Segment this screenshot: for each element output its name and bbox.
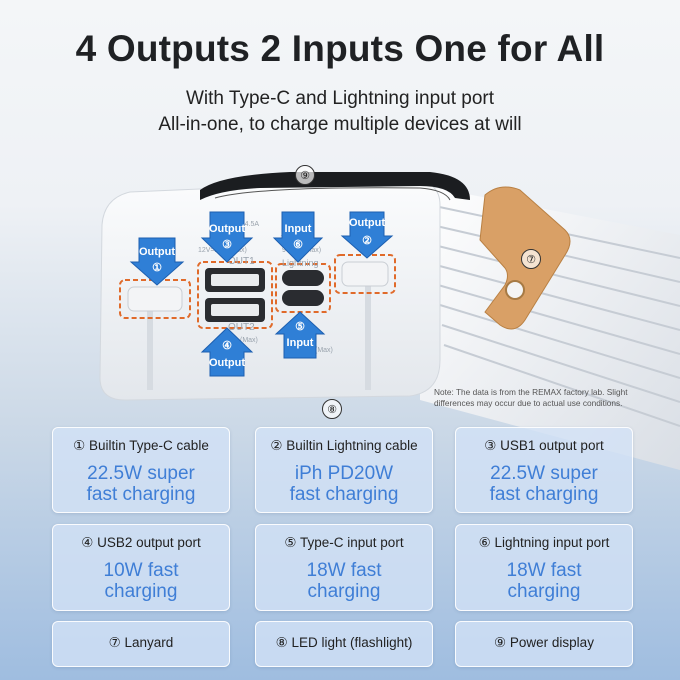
output-3-number: ③ <box>222 239 232 251</box>
subtitle-line-2: All-in-one, to charge multiple devices a… <box>158 114 522 135</box>
feature-card-lanyard: ⑦ Lanyard <box>52 621 230 667</box>
port-label-out1: OUT1 <box>228 256 255 267</box>
disclaimer-note: Note: The data is from the REMAX factory… <box>434 387 628 408</box>
output-3-arrow-icon <box>200 211 254 263</box>
port-label-lightning: Lightning <box>282 258 319 268</box>
card-title: ⑨ Power display <box>494 635 594 650</box>
card-title: ④ USB2 output port <box>81 535 201 550</box>
power-bank-side <box>420 185 680 470</box>
feature-card-power-display: ⑨ Power display <box>455 621 633 667</box>
feature-card-lightning-input: ⑥ Lightning input port 18W fast charging <box>455 524 633 611</box>
card-value: 22.5W super fast charging <box>489 463 599 505</box>
output-1-number: ① <box>152 262 162 274</box>
output-2-number: ② <box>362 235 372 247</box>
card-title: ① Builtin Type-C cable <box>73 438 209 453</box>
input-6-label: Input <box>285 223 312 235</box>
feature-card-typec-input: ⑤ Type-C input port 18W fast charging <box>255 524 433 611</box>
subtitle-line-1: With Type-C and Lightning input port <box>185 88 495 109</box>
card-title: ⑦ Lanyard <box>108 635 174 650</box>
feature-card-lightning-cable: ② Builtin Lightning cable iPh PD20W fast… <box>255 427 433 513</box>
card-title: ⑥ Lightning input port <box>478 535 610 550</box>
output-4-arrow-icon <box>200 327 254 377</box>
output-3-label: Output <box>209 223 245 235</box>
input-5-number: ⑤ <box>295 321 305 333</box>
feature-card-typec-cable: ① Builtin Type-C cable 22.5W super fast … <box>52 427 230 513</box>
callout-lanyard: ⑦ <box>521 249 541 269</box>
card-title: ② Builtin Lightning cable <box>270 438 418 453</box>
card-value: 10W fast charging <box>103 560 179 602</box>
output-1-label: Output <box>139 246 175 258</box>
card-value: 22.5W super fast charging <box>86 463 196 505</box>
feature-card-usb2-output: ④ USB2 output port 10W fast charging <box>52 524 230 611</box>
input-5-arrow-icon <box>274 311 326 359</box>
card-title: ⑧ LED light (flashlight) <box>275 635 413 650</box>
callout-led-light: ⑧ <box>322 399 342 419</box>
port-label-out2: OUT2 <box>228 322 255 333</box>
svg-text:5V=4.5A: 5V=4.5A <box>232 221 259 228</box>
feature-card-usb1-output: ③ USB1 output port 22.5W super fast char… <box>455 427 633 513</box>
card-value: 18W fast charging <box>306 560 382 602</box>
card-title: ③ USB1 output port <box>484 438 604 453</box>
output-1-arrow-icon <box>129 237 185 286</box>
svg-text:(Max): (Max) <box>240 337 258 344</box>
output-2-label: Output <box>349 217 385 229</box>
input-6-number: ⑥ <box>293 239 303 251</box>
output-2-arrow-icon <box>340 211 394 259</box>
input-5-label: Input <box>287 337 314 349</box>
power-bank-front <box>99 172 470 401</box>
output-4-number: ④ <box>222 340 232 352</box>
callout-power-display: ⑨ <box>295 165 315 185</box>
feature-card-led-light: ⑧ LED light (flashlight) <box>255 621 433 667</box>
port-group <box>127 261 389 322</box>
headline: 4 Outputs 2 Inputs One for All <box>75 28 605 69</box>
card-value: 18W fast charging <box>506 560 582 602</box>
output-4-label: Output <box>209 357 245 369</box>
card-value: iPh PD20W fast charging <box>289 463 399 505</box>
card-title: ⑤ Type-C input port <box>284 535 404 550</box>
svg-text:(Max): (Max) <box>315 347 333 354</box>
input-6-arrow-icon <box>272 211 324 263</box>
